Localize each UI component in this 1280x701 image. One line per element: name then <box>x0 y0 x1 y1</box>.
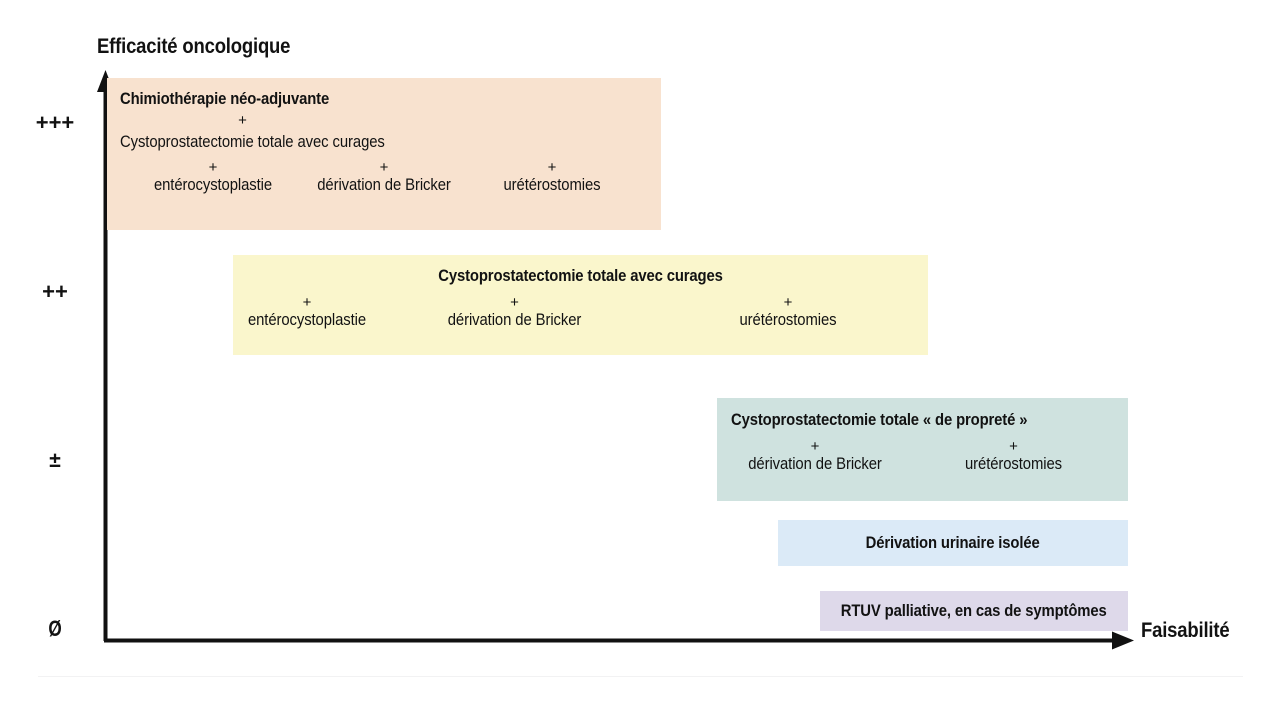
option-headline: Cystoprostatectomie totale avec curages <box>438 267 723 285</box>
plus-connector: + <box>810 438 820 455</box>
option-variant-ureterostomies[interactable]: + urétérostomies <box>462 160 642 195</box>
option-variant-label: urétérostomies <box>739 311 837 329</box>
plus-connector: + <box>238 112 247 129</box>
option-variant-label: urétérostomies <box>503 176 601 194</box>
option-block-rtuv-palliative[interactable]: RTUV palliative, en cas de symptômes <box>820 591 1128 631</box>
option-variant-label: entérocystoplastie <box>247 311 367 329</box>
option-variant-label: urétérostomies <box>965 455 1062 473</box>
option-variant-row: + entérocystoplastie + dérivation de Bri… <box>233 295 928 330</box>
y-tick-zero: Ø <box>48 616 62 641</box>
y-tick-plus-minus: ± <box>49 449 61 472</box>
y-tick-plus-plus-plus: +++ <box>35 110 75 135</box>
option-variant-derivation-bricker[interactable]: + dérivation de Bricker <box>306 160 462 195</box>
plus-connector: + <box>379 159 389 176</box>
y-tick-plus-plus: ++ <box>42 279 68 304</box>
option-block-cystoprostatectomy-de-proprete[interactable]: Cystoprostatectomie totale « de propreté… <box>717 398 1128 501</box>
plus-connector: + <box>783 294 793 311</box>
option-variant-row: + dérivation de Bricker + urétérostomies <box>731 439 1128 474</box>
option-variant-derivation-bricker[interactable]: + dérivation de Bricker <box>381 295 648 330</box>
plus-connector: + <box>208 159 218 176</box>
y-axis-title: Efficacité oncologique <box>97 35 291 58</box>
plus-connector: + <box>302 294 312 311</box>
footer-divider <box>38 676 1243 677</box>
option-variant-ureterostomies[interactable]: + urétérostomies <box>899 439 1128 474</box>
plus-connector: + <box>547 159 557 176</box>
option-variant-label: dérivation de Bricker <box>748 455 882 473</box>
option-variant-label: dérivation de Bricker <box>447 311 582 329</box>
option-variant-label: dérivation de Bricker <box>317 176 451 194</box>
option-variant-enterocystoplastie[interactable]: + entérocystoplastie <box>120 160 306 195</box>
option-block-cystoprostatectomy-with-lymphadenectomy[interactable]: Cystoprostatectomie totale avec curages … <box>233 255 928 355</box>
plus-connector: + <box>510 294 519 311</box>
option-headline: RTUV palliative, en cas de symptômes <box>841 601 1107 620</box>
plus-connector: + <box>1009 438 1018 455</box>
option-headline: Dérivation urinaire isolée <box>866 533 1040 552</box>
option-variant-enterocystoplastie[interactable]: + entérocystoplastie <box>233 295 381 330</box>
option-headline: Cystoprostatectomie totale « de propreté… <box>731 411 1028 429</box>
option-variant-derivation-bricker[interactable]: + dérivation de Bricker <box>731 439 899 474</box>
option-block-derivation-urinaire-isolee[interactable]: Dérivation urinaire isolée <box>778 520 1128 566</box>
option-secondary-line: Cystoprostatectomie totale avec curages <box>120 133 385 151</box>
option-variant-label: entérocystoplastie <box>153 176 273 194</box>
option-block-neoadjuvant-chemotherapy[interactable]: Chimiothérapie néo-adjuvante + Cystopros… <box>107 78 661 230</box>
option-headline: Chimiothérapie néo-adjuvante <box>120 90 330 108</box>
option-variant-row: + entérocystoplastie + dérivation de Bri… <box>120 160 658 195</box>
option-variant-ureterostomies[interactable]: + urétérostomies <box>648 295 928 330</box>
x-axis-title: Faisabilité <box>1141 619 1230 642</box>
